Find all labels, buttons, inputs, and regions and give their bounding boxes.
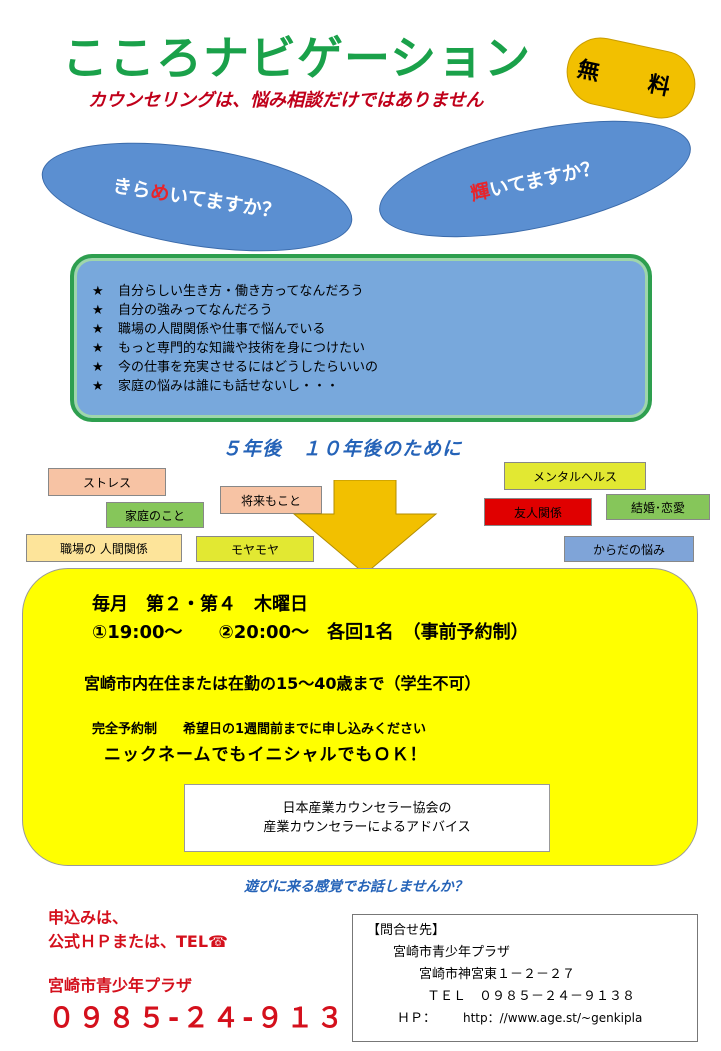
down-arrow-icon — [292, 480, 438, 575]
page-subtitle: カウンセリングは、悩み相談だけではありません — [88, 90, 484, 111]
tag-friends: 友人関係 — [484, 498, 592, 526]
eligibility-text: 宮崎市内在住または在勤の15～40歳まで（学生不可） — [84, 674, 481, 693]
apply-org: 宮崎市青少年プラザ — [48, 976, 193, 995]
list-item: ★自分らしい生き方・働き方ってなんだろう — [92, 284, 364, 299]
tagline: 遊びに来る感覚でお話しませんか？ — [244, 879, 468, 895]
tag-family: 家庭のこと — [106, 502, 204, 528]
star-icon: ★ — [92, 379, 104, 394]
list-item: ★職場の人間関係や仕事で悩んでいる — [92, 322, 326, 337]
star-icon: ★ — [92, 303, 104, 318]
contact-tel: ＴＥＬ ０９８５－２４－９１３８ — [427, 989, 636, 1004]
contact-box: 【問合せ先】 宮崎市青少年プラザ 宮崎市神宮東１－２－２７ ＴＥＬ ０９８５－２… — [352, 914, 698, 1042]
tag-future: 将来もこと — [220, 486, 322, 514]
list-item: ★今の仕事を充実させるにはどうしたらいいの — [92, 360, 379, 375]
list-item: ★もっと専門的な知識や技術を身につけたい — [92, 341, 366, 356]
apply-heading: 申込みは、 — [48, 908, 129, 927]
tag-workplace: 職場の 人間関係 — [26, 534, 182, 562]
tag-moyamoya: モヤモヤ — [196, 536, 314, 562]
contact-hp-label: ＨＰ： — [397, 1011, 437, 1026]
reservation-text: 完全予約制 希望日の1週間前までに申し込みください — [92, 722, 427, 737]
page-title: こころナビゲーション — [62, 31, 532, 85]
advice-box: 日本産業カウンセラー協会の 産業カウンセラーによるアドバイス — [184, 784, 550, 852]
list-item: ★自分の強みってなんだろう — [92, 303, 273, 318]
tag-stress: ストレス — [48, 468, 166, 496]
sparkle-text-pre: きら — [111, 174, 153, 203]
apply-method: 公式ＨＰまたは、TEL☎ — [48, 932, 228, 951]
advice-line-1: 日本産業カウンセラー協会の — [282, 801, 452, 816]
contact-hp-link[interactable]: http：//www.age.st/~genkipla — [463, 1011, 643, 1025]
advice-line-2: 産業カウンセラーによるアドバイス — [263, 820, 471, 835]
shine-text-post: いてますか？ — [487, 156, 602, 201]
future-heading: ５年後 １０年後のために — [222, 438, 463, 460]
star-icon: ★ — [92, 284, 104, 299]
sparkle-text-post: いてますか？ — [167, 183, 283, 223]
shine-bubble: 輝いてますか？ — [369, 98, 701, 260]
nickname-text: ニックネームでもイニシャルでもＯＫ！ — [104, 745, 428, 765]
contact-heading: 【問合せ先】 — [367, 923, 446, 938]
concerns-box — [70, 254, 652, 422]
tag-body: からだの悩み — [564, 536, 694, 562]
schedule-days: 毎月 第２・第４ 木曜日 — [92, 594, 308, 615]
tag-mental-health: メンタルヘルス — [504, 462, 646, 490]
star-icon: ★ — [92, 341, 104, 356]
schedule-times: ①19:00～ ②20:00～ 各回1名 （事前予約制） — [92, 622, 529, 643]
contact-org: 宮崎市青少年プラザ — [393, 945, 511, 960]
star-icon: ★ — [92, 360, 104, 375]
contact-address: 宮崎市神宮東１－２－２７ — [419, 967, 576, 982]
tag-marriage: 結婚･恋愛 — [606, 494, 710, 520]
concerns-list: ★自分らしい生き方・働き方ってなんだろう ★自分の強みってなんだろう ★職場の人… — [92, 282, 378, 396]
free-badge: 無 料 — [560, 31, 702, 125]
apply-phone: ０９８５-２４-９１３８ — [48, 1003, 377, 1034]
sparkle-bubble: きらめいてますか？ — [34, 124, 360, 270]
star-icon: ★ — [92, 322, 104, 337]
list-item: ★家庭の悩みは誰にも話せないし・・・ — [92, 379, 340, 394]
